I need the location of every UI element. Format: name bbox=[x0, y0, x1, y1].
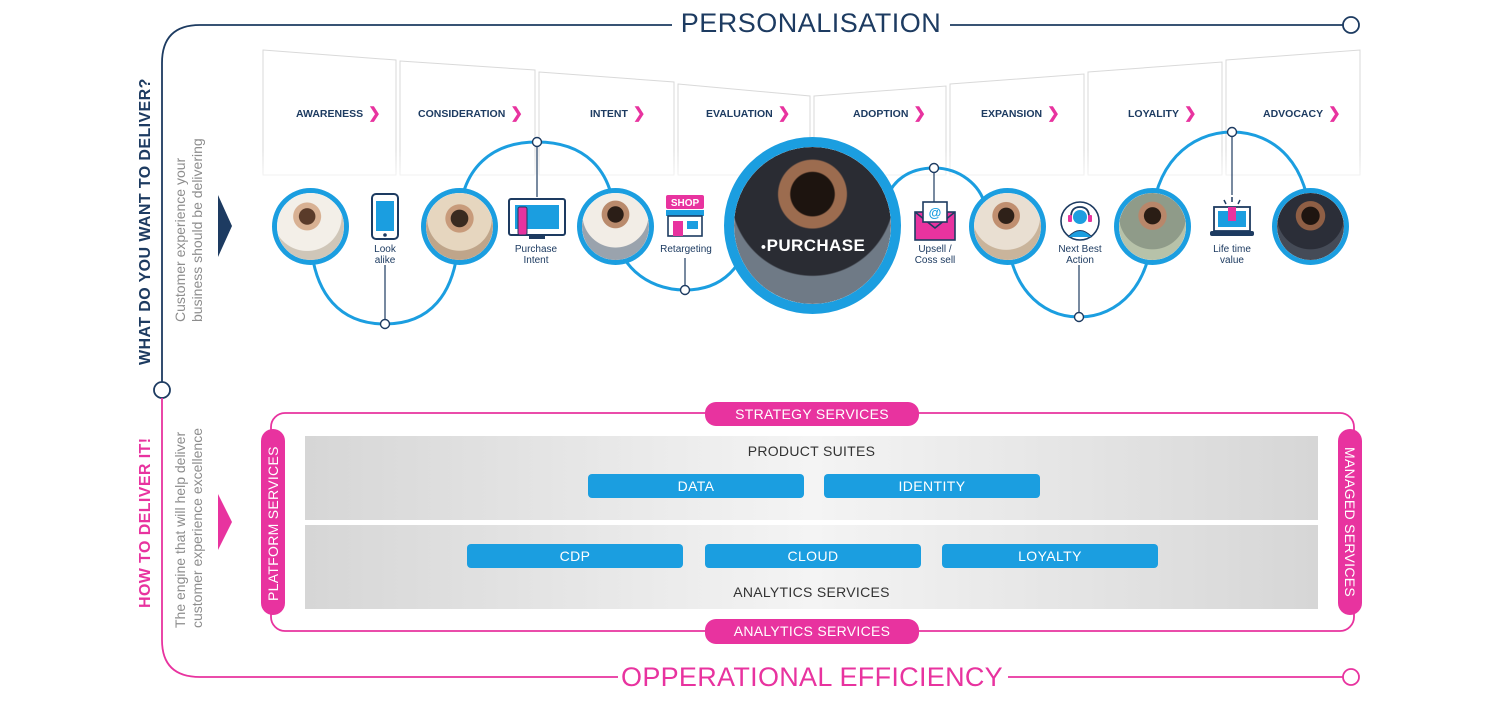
tv-icon bbox=[508, 198, 566, 239]
what-to-deliver-heading: WHAT DO YOU WANT TO DELIVER? bbox=[137, 78, 154, 365]
chevron-right-icon: ❯ bbox=[368, 105, 381, 122]
managed-services-pill bbox=[1338, 429, 1362, 615]
shop-icon: SHOP bbox=[666, 195, 704, 237]
cdp-pill: CDP bbox=[467, 544, 683, 568]
stage-expansion: EXPANSION❯ bbox=[981, 105, 1060, 122]
identity-pill: IDENTITY bbox=[824, 474, 1040, 498]
phone-icon bbox=[371, 193, 399, 240]
personalisation-title: PERSONALISATION bbox=[672, 8, 950, 39]
platform-services-label: PLATFORM SERVICES bbox=[265, 446, 281, 601]
stage-intent: INTENT❯ bbox=[590, 105, 646, 122]
avatar-consideration bbox=[421, 188, 498, 265]
platform-services-pill bbox=[261, 429, 285, 615]
avatar-purchase bbox=[724, 137, 901, 314]
operational-efficiency-title: OPPERATIONAL EFFICIENCY bbox=[618, 662, 1006, 693]
avatar-intent bbox=[577, 188, 654, 265]
avatar-advocacy bbox=[1272, 188, 1349, 265]
loyalty-pill: LOYALTY bbox=[942, 544, 1158, 568]
retargeting-label: Retargeting bbox=[660, 244, 712, 255]
product-suites-label: PRODUCT SUITES bbox=[747, 443, 876, 459]
avatar-loyalty bbox=[1114, 188, 1191, 265]
stage-advocacy: ADVOCACY❯ bbox=[1263, 105, 1341, 122]
purchase-label: ●PURCHASE bbox=[760, 236, 866, 255]
how-to-deliver-subtitle: The engine that will help deliver custom… bbox=[172, 428, 205, 628]
chevron-right-icon: ❯ bbox=[632, 105, 646, 122]
svg-text:@: @ bbox=[929, 205, 942, 220]
what-to-deliver-subtitle: Customer experience your business should… bbox=[172, 138, 205, 322]
svg-text:SHOP: SHOP bbox=[671, 198, 700, 209]
managed-services-label: MANAGED SERVICES bbox=[1342, 447, 1358, 598]
product-suites-band bbox=[305, 436, 1318, 520]
avatar-expansion bbox=[969, 188, 1046, 265]
chevron-right-icon: ❯ bbox=[1328, 105, 1341, 122]
stage-loyality: LOYALITY❯ bbox=[1128, 105, 1197, 122]
analytics-services-pill: ANALYTICS SERVICES bbox=[705, 619, 919, 644]
how-to-deliver-heading: HOW TO DELIVER IT! bbox=[137, 437, 154, 608]
stage-adoption: ADOPTION❯ bbox=[853, 105, 926, 122]
avatar-awareness bbox=[272, 188, 349, 265]
chevron-right-icon: ❯ bbox=[1047, 105, 1060, 122]
laptop-lifetime-icon bbox=[1210, 197, 1254, 236]
chevron-right-icon: ❯ bbox=[1183, 105, 1197, 122]
cloud-pill: CLOUD bbox=[705, 544, 921, 568]
chevron-right-icon: ❯ bbox=[913, 105, 926, 122]
data-pill: DATA bbox=[588, 474, 804, 498]
email-icon: @ bbox=[914, 201, 956, 241]
chevron-right-icon: ❯ bbox=[510, 105, 523, 122]
chevron-right-icon: ❯ bbox=[777, 105, 791, 122]
upsell-label: Upsell /Coss sell bbox=[914, 244, 956, 266]
stage-consideration: CONSIDERATION❯ bbox=[418, 105, 523, 122]
strategy-services-pill: STRATEGY SERVICES bbox=[705, 402, 919, 426]
analytics-services-label: ANALYTICS SERVICES bbox=[733, 584, 890, 600]
stage-awareness: AWARENESS❯ bbox=[296, 105, 381, 122]
headset-agent-icon bbox=[1060, 201, 1100, 241]
stage-evaluation: EVALUATION❯ bbox=[706, 105, 791, 122]
